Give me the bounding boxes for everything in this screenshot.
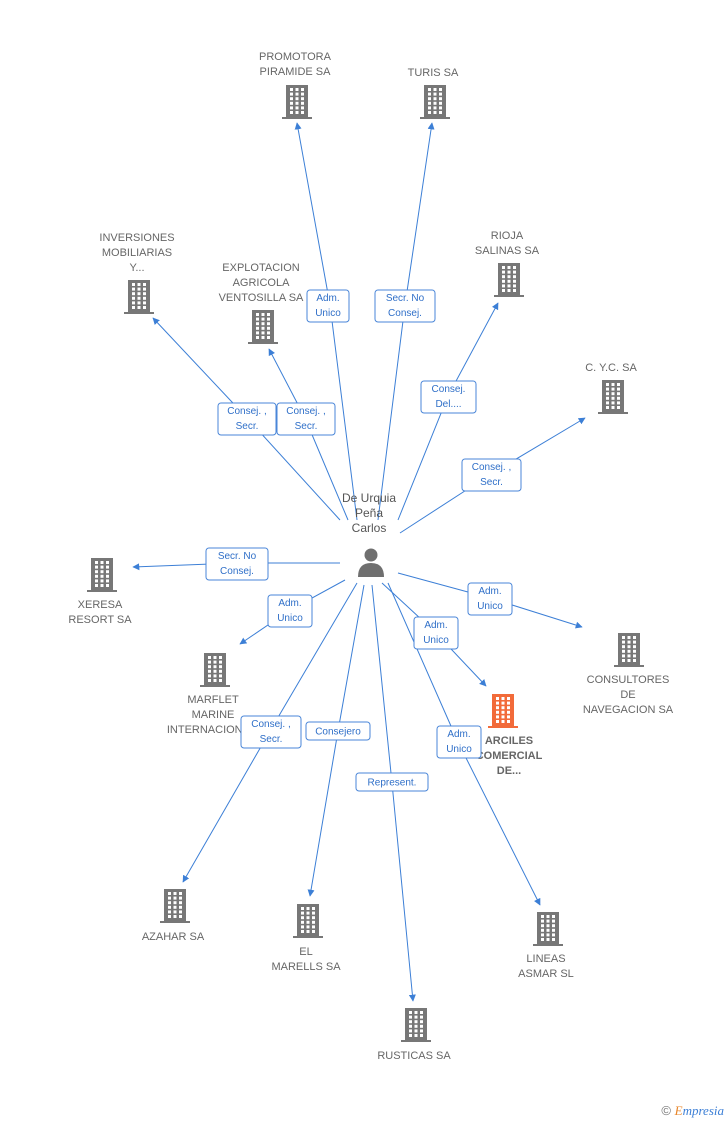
company-label: AZAHAR SA	[142, 931, 205, 943]
edge-role-text: Consej. ,Secr.	[472, 462, 511, 488]
company-node-turis[interactable]: TURIS SA	[408, 67, 459, 119]
edge-role-label[interactable]: Adm.Unico	[436, 725, 482, 759]
edge-role-text: Consejero	[315, 727, 361, 738]
building-icon	[293, 904, 323, 938]
edge-role-text: Adm.Unico	[477, 586, 503, 612]
edge-role-label[interactable]: Adm.Unico	[306, 289, 350, 323]
building-icon	[533, 912, 563, 946]
building-icon	[598, 380, 628, 414]
building-icon	[160, 889, 190, 923]
building-icon	[401, 1008, 431, 1042]
copyright-symbol: ©	[661, 1103, 672, 1118]
company-node-cyc[interactable]: C. Y.C. SA	[585, 362, 637, 414]
company-node-rusticas[interactable]: RUSTICAS SA	[377, 1008, 451, 1062]
edge-role-label[interactable]: Consej. ,Secr.	[461, 458, 522, 492]
building-icon	[614, 633, 644, 667]
building-icon	[124, 280, 154, 314]
edge-role-label[interactable]: Adm.Unico	[413, 616, 459, 650]
footer-brand: © Empresia	[661, 1103, 724, 1119]
edge-role-text: Adm.Unico	[423, 620, 449, 646]
edge-role-label[interactable]: Consej. ,Secr.	[217, 402, 277, 436]
building-icon	[420, 85, 450, 119]
edge-line	[371, 584, 416, 1002]
building-icon	[200, 653, 230, 687]
edge-role-text: Adm.Unico	[446, 729, 472, 755]
edge-role-text: Consej. ,Secr.	[251, 719, 290, 745]
edge-role-text: Represent.	[368, 778, 417, 789]
company-node-azahar[interactable]: AZAHAR SA	[142, 889, 205, 943]
edge-role-text: Consej. ,Secr.	[227, 406, 266, 432]
edge-role-label[interactable]: Adm.Unico	[467, 582, 513, 616]
building-icon	[87, 558, 117, 592]
building-icon	[282, 85, 312, 119]
edge-role-label[interactable]: Consejero	[305, 721, 371, 741]
edge-role-text: Adm.Unico	[277, 598, 303, 624]
edge-role-label[interactable]: Consej. ,Secr.	[240, 715, 302, 749]
brand-name: mpresia	[682, 1103, 724, 1118]
brand-initial: E	[674, 1103, 683, 1118]
company-label: TURIS SA	[408, 67, 459, 79]
company-label: RUSTICAS SA	[377, 1050, 451, 1062]
edge-role-label[interactable]: Adm.Unico	[267, 594, 313, 628]
edge-role-label[interactable]: Represent.	[355, 772, 429, 792]
building-icon	[494, 263, 524, 297]
edge-role-label[interactable]: Consej. ,Secr.	[276, 402, 336, 436]
building-icon	[488, 694, 518, 728]
edge-role-label[interactable]: Consej.Del....	[420, 380, 477, 414]
person-icon	[358, 548, 384, 577]
building-icon	[248, 310, 278, 344]
edge-role-text: Consej.Del....	[432, 384, 466, 410]
edge-role-text: Consej. ,Secr.	[286, 406, 325, 432]
edge-role-text: Adm.Unico	[315, 293, 341, 319]
company-label: C. Y.C. SA	[585, 362, 637, 374]
